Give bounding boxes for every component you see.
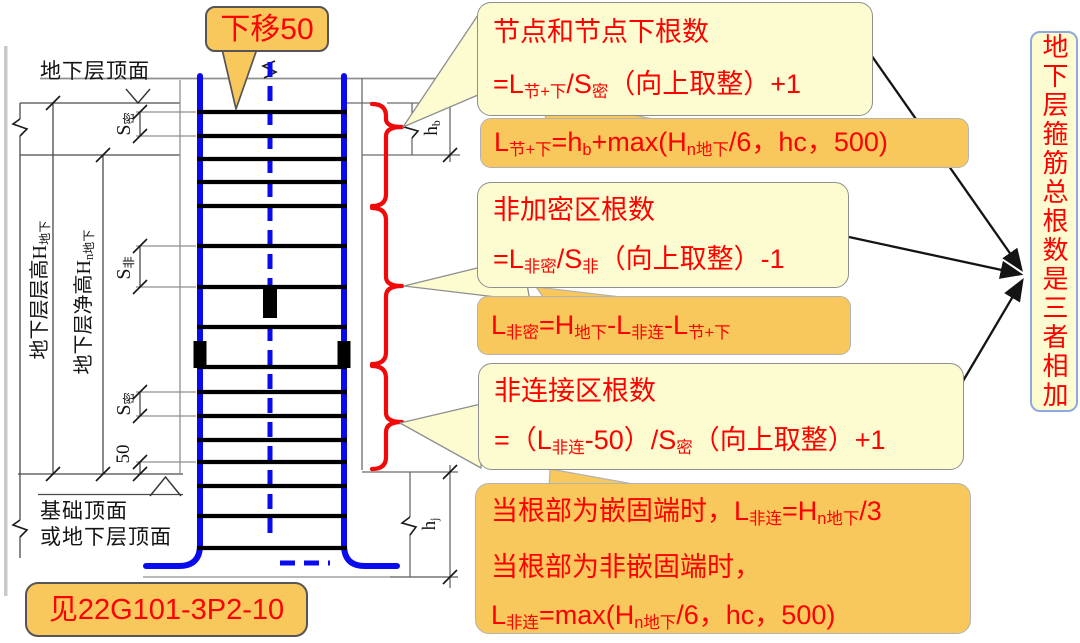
joint-count-formula: =L节+下/S密（向上取整）+1	[493, 69, 802, 102]
floor-height-label: 地下层层高H地下	[28, 220, 53, 360]
coupler-center	[263, 289, 277, 318]
coupler-left	[193, 341, 207, 368]
left-rebar	[143, 73, 203, 569]
arrow-from-nonconnect	[962, 278, 1024, 382]
reference-text: 见22G101-3P2-10	[48, 594, 285, 626]
spacing-dense-top-label: S密	[112, 112, 137, 136]
joint-count-title: 节点和节点下根数	[493, 17, 709, 47]
callout-sparse-count: 非加密区根数 =L非密/S非（向上取整）-1	[477, 182, 849, 288]
stirrups	[197, 109, 347, 551]
zone-braces	[369, 101, 405, 472]
spacing-sparse-label: S非	[112, 256, 137, 280]
column	[143, 62, 400, 569]
net-height-label: 地下层净高Hn地下	[72, 229, 97, 375]
callout-nonconnect-count: 非连接区根数 =（L非连-50）/S密（向上取整）+1	[478, 363, 964, 470]
page-border	[4, 46, 8, 596]
arrow-from-sparse	[848, 235, 1024, 279]
nonconnect-length-line1: 当根部为嵌固端时，L非连=Hn地下/3	[491, 496, 882, 529]
callout-sparse-length: L非密=H地下-L非连-L节+下	[477, 296, 851, 355]
sparse-count-title: 非加密区根数	[493, 195, 655, 225]
beam-height-label: hb	[421, 120, 443, 136]
offset-50-label: 50	[113, 444, 134, 464]
top-surface-label: 地下层顶面	[40, 59, 150, 83]
base-level-marker	[149, 475, 182, 497]
sparse-length-formula: L非密=H地下-L非连-L节+下	[491, 310, 731, 343]
tail-nonconnect-count	[399, 403, 482, 469]
connector-arrows	[848, 51, 1024, 382]
sparse-count-formula: =L非密/S非（向上取整）-1	[493, 244, 785, 277]
spacing-dense-bottom-label: S密	[112, 392, 137, 416]
nonconnect-length-line2: 当根部为非嵌固端时，	[491, 552, 761, 583]
move-down-note: 下移50	[205, 6, 329, 52]
reference-note: 见22G101-3P2-10	[25, 582, 308, 637]
nonconnect-count-formula: =（L非连-50）/S密（向上取整）+1	[494, 425, 886, 458]
coupler-right	[337, 341, 351, 368]
brace-nonconnect-zone	[369, 363, 405, 472]
total-text: 地下层箍筋总根数是三者相加	[1039, 33, 1069, 410]
brace-joint-zone	[369, 101, 405, 209]
right-rebar	[341, 73, 400, 569]
callout-joint-count: 节点和节点下根数 =L节+下/S密（向上取整）+1	[477, 2, 873, 116]
nonconnect-length-line3: L非连=max(Hn地下/6，hc，500)	[491, 600, 836, 633]
callout-joint-length: L节+下=hb+max(Hn地下/6，hc，500)	[480, 118, 969, 168]
base-surface-label-2: 或地下层顶面	[40, 525, 172, 549]
nonconnect-count-title: 非连接区根数	[494, 376, 656, 406]
top-level-marker	[125, 88, 151, 105]
callout-nonconnect-length: 当根部为嵌固端时，L非连=Hn地下/3 当根部为非嵌固端时， L非连=max(H…	[475, 483, 971, 634]
joint-length-formula: L节+下=hb+max(Hn地下/6，hc，500)	[494, 127, 888, 160]
base-surface-label-1: 基础顶面	[40, 499, 128, 523]
foundation-height-label: hj	[419, 517, 441, 531]
dimension-lines	[18, 77, 460, 588]
level-markers	[125, 88, 182, 497]
move-down-text: 下移50	[220, 13, 314, 46]
callout-total: 地下层箍筋总根数是三者相加	[1030, 31, 1078, 412]
brace-sparse-zone	[369, 205, 405, 367]
